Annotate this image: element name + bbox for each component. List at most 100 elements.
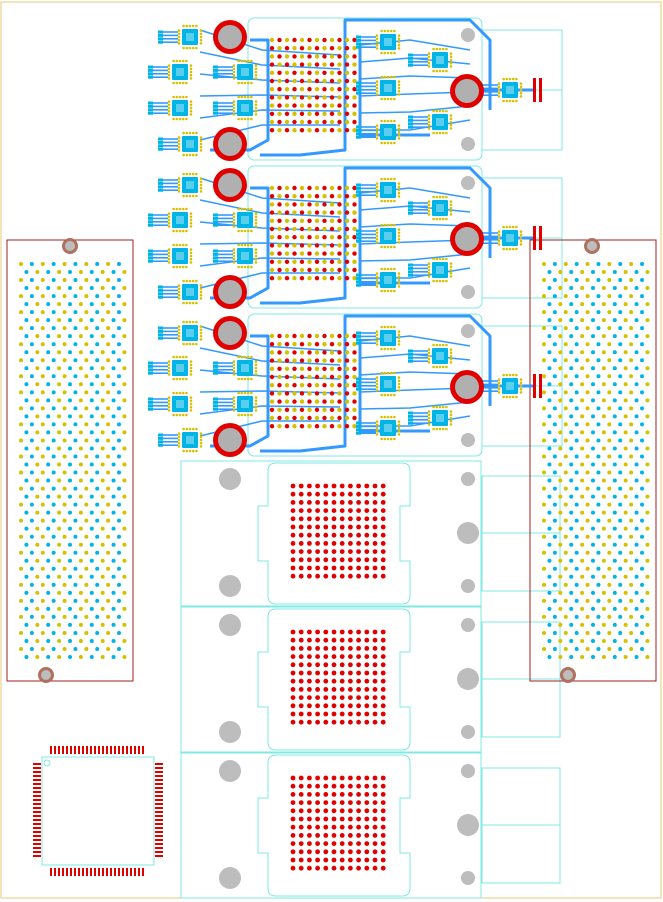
chip-pin (246, 413, 250, 417)
driver-chip-right (356, 267, 401, 293)
connector-pin (95, 390, 100, 395)
bga-pad (356, 549, 361, 554)
connector-pin (89, 318, 94, 323)
connector-pin (68, 638, 72, 643)
grid-ball (277, 37, 282, 43)
grid-ball (277, 342, 282, 347)
chip-pin (449, 213, 453, 216)
connector-pin (106, 534, 111, 539)
bga-pad (339, 711, 345, 717)
connector-pin (591, 478, 595, 483)
chip-pin (375, 343, 379, 346)
connector-pin (29, 454, 34, 459)
connector-pin (68, 574, 72, 579)
driver-chip-right (356, 371, 401, 397)
connector-pin (569, 574, 574, 579)
connector-pin (542, 534, 546, 539)
chip-center-pad (436, 414, 444, 422)
qfp-pin-bottom (130, 868, 132, 876)
connector-pin (607, 294, 612, 299)
chip-pin (177, 284, 181, 287)
grid-ball (292, 37, 297, 43)
grid-ball (299, 119, 305, 125)
connector-pin (640, 534, 644, 539)
chip-pin (177, 183, 181, 187)
grid-ball (337, 391, 342, 396)
chip-body (182, 325, 198, 341)
qfp-pin-left (33, 847, 41, 849)
grid-ball (292, 202, 297, 207)
connector-pin (122, 350, 127, 355)
chip-body (380, 376, 396, 392)
connector-pin (95, 454, 100, 459)
bga-pad (315, 670, 320, 676)
connector-pin (623, 590, 628, 595)
bga-pad (364, 491, 370, 497)
fanout-pad (213, 259, 218, 263)
chip-pin (178, 265, 182, 269)
connector-pin (19, 454, 23, 459)
connector-pin (591, 414, 595, 419)
chip-pin (182, 172, 185, 176)
bga-pad (331, 695, 337, 700)
fanout-pad (356, 341, 361, 345)
chip-pin (441, 69, 445, 73)
qfp-pin-right (155, 831, 163, 833)
chip-pin (497, 378, 501, 381)
connector-pin (574, 582, 579, 587)
chip-pin (254, 409, 258, 412)
connector-pin (40, 502, 45, 507)
bga-pad (315, 541, 320, 546)
bga-pad (290, 541, 296, 546)
chip-body (380, 420, 396, 436)
connector-pin (29, 470, 34, 475)
chip-pin (167, 100, 171, 103)
connector-pin (89, 574, 94, 579)
grid-ball (314, 251, 320, 256)
chip-pin (397, 40, 401, 44)
grid-ball (314, 276, 320, 281)
connector-pin (591, 446, 595, 451)
chip-pin (199, 328, 203, 332)
bga-pad (298, 483, 304, 489)
connector-pin (122, 558, 127, 563)
connector-pin (645, 382, 650, 387)
driver-chip-right (408, 47, 453, 73)
signal-trace (199, 199, 341, 218)
chip-pin (195, 172, 198, 176)
connector-pin (78, 638, 83, 643)
bga-pad (290, 500, 296, 505)
connector-pin (46, 366, 51, 371)
chip-pin (502, 247, 505, 251)
chip-pin (427, 200, 431, 203)
connector-pin (634, 286, 639, 291)
connector-pin (585, 262, 590, 266)
bga-pad (339, 508, 345, 513)
connector-pin (569, 494, 574, 499)
connector-pin (634, 622, 639, 627)
chip-pin (182, 194, 185, 198)
chip-pin (167, 103, 171, 107)
grid-ball (337, 62, 342, 67)
connector-pin (68, 558, 72, 563)
bga-pad (323, 711, 329, 717)
grid-ball (322, 185, 327, 191)
chip-pin (502, 77, 505, 81)
connector-pin (62, 438, 67, 443)
chip-pin (243, 229, 247, 233)
chip-pin (386, 75, 390, 79)
grid-ball (277, 119, 282, 125)
chip-pin (181, 81, 185, 85)
grid-ball (314, 259, 320, 264)
chip-pin (254, 248, 258, 251)
grid-ball (284, 119, 290, 125)
driver-chip-left (158, 172, 203, 198)
connector-pin (580, 574, 585, 579)
chip-pin (246, 117, 250, 121)
chip-pin (397, 285, 401, 288)
connector-pin (542, 358, 546, 363)
chip-pin (250, 117, 253, 121)
chip-pin (397, 130, 401, 134)
connector-pin (601, 542, 606, 547)
chip-pin (232, 67, 236, 71)
